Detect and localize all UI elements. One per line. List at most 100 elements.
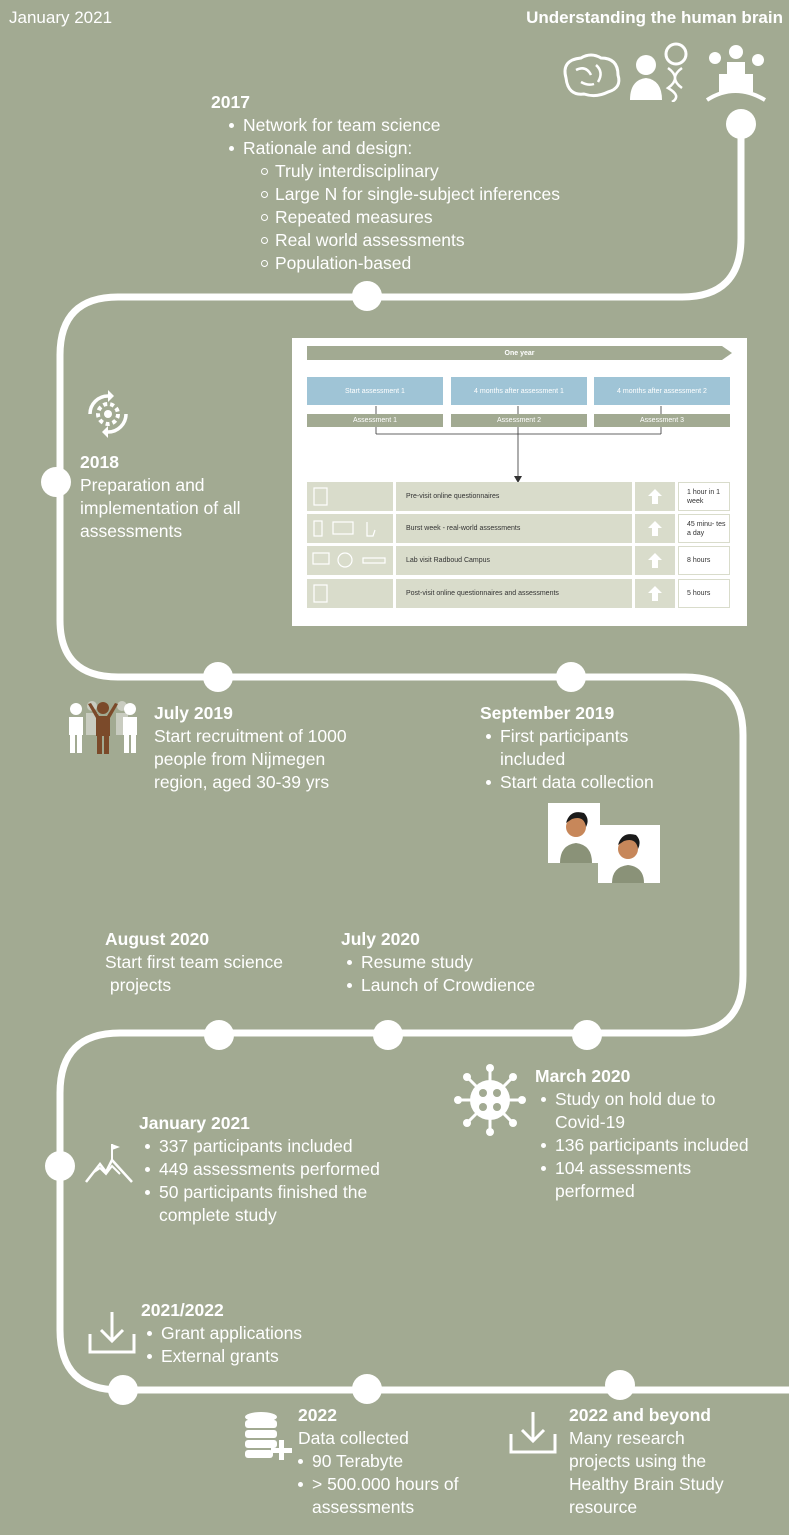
schedule-top: 4 months after assessment 2	[594, 377, 730, 405]
header-title: Understanding the human brain	[526, 8, 783, 27]
row-icon-cell	[307, 514, 393, 543]
hospital-globe-icon	[705, 45, 767, 102]
mountain-flag-icon	[85, 1144, 133, 1183]
list-item: 136 participants included	[541, 1134, 787, 1157]
database-plus-icon	[245, 1412, 292, 1460]
schedule-top: 4 months after assessment 1	[451, 377, 587, 405]
list-item: Large N for single-subject inferences	[260, 183, 560, 206]
milestone-2022: 2022 Data collected 90 Terabyte > 500.00…	[298, 1404, 498, 1519]
up-arrow-icon	[635, 482, 675, 511]
up-arrow-icon	[635, 514, 675, 543]
milestone-text: resource	[569, 1497, 638, 1517]
milestone-title: January 2021	[139, 1113, 250, 1133]
milestone-title: July 2019	[154, 703, 233, 723]
milestone-beyond: 2022 and beyond Many research projects u…	[569, 1404, 724, 1519]
tablet-icon	[313, 584, 328, 603]
schedule-banner: One year	[504, 349, 535, 357]
list-item: 337 participants included	[145, 1135, 419, 1158]
row-icon-cell	[307, 546, 393, 575]
list-item: Rationale and design: Truly interdiscipl…	[228, 137, 560, 275]
milestone-text: projects using the	[569, 1451, 707, 1471]
milestone-title: July 2020	[341, 929, 420, 949]
node-beyond	[605, 1370, 635, 1400]
node-2018	[41, 467, 71, 497]
brain-icon	[563, 53, 621, 98]
node-2017b	[352, 281, 382, 311]
schedule-row-label: Post-visit online questionnaires and ass…	[396, 579, 632, 608]
people-group-icon	[69, 701, 137, 754]
milestone-text: Preparation and	[80, 475, 205, 495]
list-item: Population-based	[260, 252, 560, 275]
row-icon-cell	[307, 579, 393, 608]
row-icon-cell	[307, 482, 393, 511]
list-item: 50 participants finished the complete st…	[145, 1181, 399, 1227]
milestone-march2020: March 2020 Study on hold due to Covid-19…	[535, 1065, 787, 1203]
schedule-top: Start assessment 1	[307, 377, 443, 405]
download-tray-icon	[509, 1412, 557, 1454]
tablet-icon	[313, 487, 328, 506]
schedule-row-label: Burst week - real-world assessments	[396, 514, 632, 543]
schedule-row-time: 45 minu- tes a day	[678, 514, 730, 543]
milestone-title: August 2020	[105, 929, 210, 949]
schedule-row-time: 8 hours	[678, 546, 730, 575]
milestone-july2019: July 2019 Start recruitment of 1000 peop…	[154, 702, 347, 794]
lab-equipment-icon	[312, 552, 386, 568]
milestone-text: Data collected	[298, 1428, 409, 1448]
milestone-text: region, aged 30-39 yrs	[154, 772, 330, 792]
node-jan2021	[45, 1151, 75, 1181]
milestone-jan2021: January 2021 337 participants included 4…	[139, 1112, 419, 1227]
list-item: 104 assessments performed	[541, 1157, 725, 1203]
node-2017	[726, 109, 756, 139]
milestone-aug2020: August 2020 Start first team science pro…	[105, 928, 283, 997]
portrait-icon	[548, 803, 660, 883]
milestone-july2020: July 2020 Resume study Launch of Crowdie…	[341, 928, 535, 997]
list-item: Grant applications	[146, 1322, 302, 1345]
milestone-2018: 2018 Preparation and implementation of a…	[80, 451, 241, 543]
schedule-assessment: Assessment 1	[307, 414, 443, 427]
milestone-text: Many research	[569, 1428, 685, 1448]
schedule-row-time: 1 hour in 1 week	[678, 482, 730, 511]
milestone-title: 2022 and beyond	[569, 1405, 711, 1425]
schedule-assessment: Assessment 2	[451, 414, 587, 427]
list-item: Real world assessments	[260, 229, 560, 252]
node-july2020	[373, 1020, 403, 1050]
milestone-text: projects	[105, 975, 172, 995]
node-2122	[108, 1375, 138, 1405]
doctor-dna-icon	[630, 42, 688, 102]
milestone-text: assessments	[80, 521, 183, 541]
list-item: First participants included	[486, 725, 650, 771]
up-arrow-icon	[635, 546, 675, 575]
milestone-title: March 2020	[535, 1066, 631, 1086]
list-item: Network for team science	[228, 114, 560, 137]
schedule-row-label: Lab visit Radboud Campus	[396, 546, 632, 575]
milestone-text: implementation of all	[80, 498, 241, 518]
milestone-2017: 2017 Network for team science Rationale …	[211, 91, 560, 275]
list-item: > 500.000 hours of assessments	[298, 1473, 482, 1519]
node-aug2020	[204, 1020, 234, 1050]
milestone-text: Healthy Brain Study	[569, 1474, 724, 1494]
study-schedule-diagram: One year Start assessment 1 4 months aft…	[292, 338, 747, 626]
milestone-text: people from Nijmegen	[154, 749, 326, 769]
list-item: 449 assessments performed	[145, 1158, 419, 1181]
milestone-title: 2022	[298, 1405, 337, 1425]
list-item: 90 Terabyte	[298, 1450, 498, 1473]
list-item: External grants	[146, 1345, 302, 1368]
node-july2019	[203, 662, 233, 692]
schedule-row-label: Pre-visit online questionnaires	[396, 482, 632, 511]
node-sept2019	[556, 662, 586, 692]
header-date: January 2021	[9, 8, 113, 27]
gear-cycle-icon	[88, 390, 128, 438]
list-item: Repeated measures	[260, 206, 560, 229]
list-item: Study on hold due to Covid-19	[541, 1088, 745, 1134]
devices-icon	[313, 520, 376, 537]
milestone-text: Start recruitment of 1000	[154, 726, 347, 746]
schedule-assessment: Assessment 3	[594, 414, 730, 427]
list-item: Launch of Crowdience	[346, 974, 535, 997]
download-tray-icon	[88, 1312, 136, 1354]
milestone-sept2019: September 2019 First participants includ…	[480, 702, 710, 794]
up-arrow-icon	[635, 579, 675, 608]
list-item: Truly interdisciplinary	[260, 160, 560, 183]
milestone-text: Start first team science	[105, 952, 283, 972]
virus-icon	[454, 1064, 526, 1136]
